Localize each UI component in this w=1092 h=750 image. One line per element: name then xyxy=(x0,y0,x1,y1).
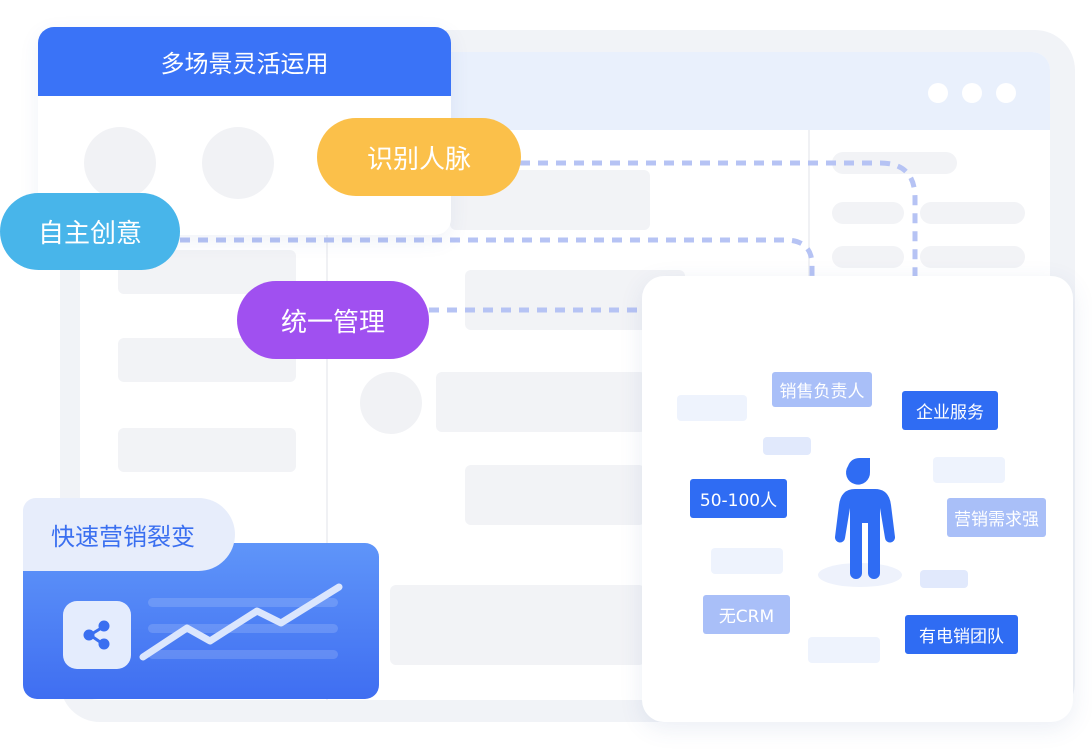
tag-no-crm: 无CRM xyxy=(703,595,790,634)
pill-identify-contacts: 识别人脉 xyxy=(317,118,521,196)
placeholder xyxy=(832,152,957,174)
growth-line-icon xyxy=(139,583,343,661)
placeholder xyxy=(763,437,811,455)
placeholder xyxy=(436,372,646,432)
tag-strong-demand: 营销需求强 xyxy=(947,498,1046,537)
placeholder xyxy=(832,246,904,268)
connector-line xyxy=(180,237,815,280)
window-dot xyxy=(928,83,948,103)
placeholder xyxy=(677,395,747,421)
placeholder-line xyxy=(148,650,338,659)
window-dot xyxy=(962,83,982,103)
placeholder xyxy=(920,202,1025,224)
tag-telesales-team: 有电销团队 xyxy=(905,615,1018,654)
window-dot xyxy=(996,83,1016,103)
placeholder-line xyxy=(148,598,338,607)
avatar-placeholder xyxy=(84,127,156,199)
placeholder xyxy=(832,202,904,224)
placeholder xyxy=(920,570,968,588)
avatar-placeholder xyxy=(202,127,274,199)
connector-line xyxy=(520,160,918,280)
pill-unified-manage: 统一管理 xyxy=(237,281,429,359)
placeholder xyxy=(465,465,645,525)
tag-headcount: 50-100人 xyxy=(690,479,787,518)
tag-sales-owner: 销售负责人 xyxy=(772,372,872,407)
scenario-card-title: 多场景灵活运用 xyxy=(38,27,451,96)
placeholder xyxy=(711,548,783,574)
tag-enterprise-service: 企业服务 xyxy=(902,391,998,430)
placeholder xyxy=(920,246,1025,268)
placeholder xyxy=(118,428,296,472)
person-icon xyxy=(818,458,902,587)
pill-self-create: 自主创意 xyxy=(0,193,180,270)
placeholder xyxy=(390,585,645,665)
placeholder xyxy=(808,637,880,663)
share-icon xyxy=(63,601,131,669)
placeholder xyxy=(933,457,1005,483)
marketing-card-label: 快速营销裂变 xyxy=(23,498,235,571)
placeholder-line xyxy=(148,624,338,633)
avatar-placeholder xyxy=(360,372,422,434)
divider xyxy=(326,130,328,700)
